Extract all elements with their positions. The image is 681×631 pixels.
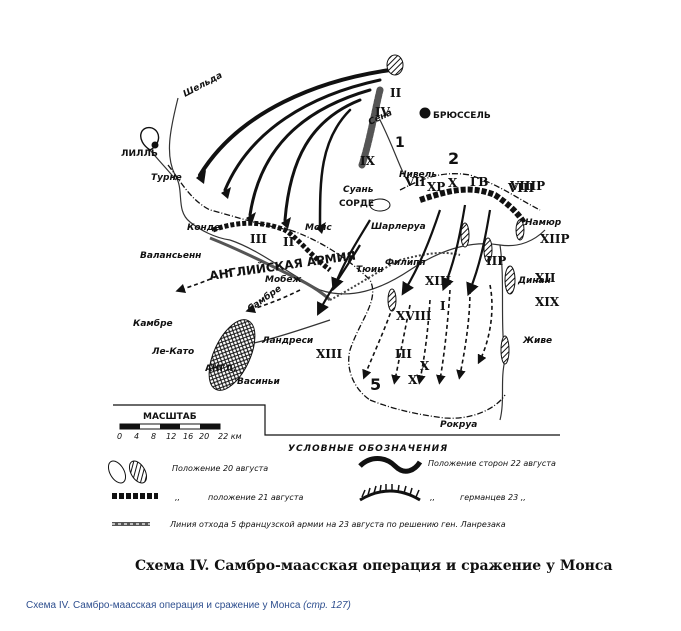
legend-item: германцев 23 ,, [460, 493, 526, 502]
label-soignies: Суань [343, 185, 374, 195]
label-charleroi: Шарлеруа [371, 222, 426, 232]
battle-map: Шельда ЛИЛЛЬ Турне Конде Валансьенн Монс… [107, 54, 613, 574]
label-cambrai: Камбре [133, 318, 173, 329]
label-givet: Живе [522, 336, 552, 346]
label-guise: Васиньи [237, 377, 280, 387]
label-namur: Намюр [525, 218, 562, 228]
corps-20: VIIIР [509, 179, 545, 193]
label-sambre: Самбре [245, 283, 283, 314]
corps-11: XIX [535, 295, 560, 309]
label-brussels: БРЮССЕЛЬ [433, 111, 491, 121]
corps-19: ГВ [470, 175, 488, 189]
legend-texts: Положение 20 августа Положение сторон 22… [169, 459, 556, 529]
label-le-cateau: Ле-Като [151, 347, 194, 357]
corps-1: IV [375, 105, 391, 119]
corps-7: XIII [316, 347, 343, 361]
legend-item: ,, [430, 493, 435, 502]
label-shelde: Шельда [182, 71, 225, 100]
label-nivelles: Нивель [399, 170, 437, 180]
corps-4: VII [404, 175, 426, 189]
corps-21: XIIР [540, 232, 570, 246]
legend-item: положение 21 августа [208, 493, 303, 502]
label-tournai: Турне [151, 173, 182, 183]
corps-8: XVIII [396, 309, 432, 323]
corps-numerals: II IV IX III VII X VIII XIII XVIII X XII… [250, 86, 570, 387]
corps-2: IX [360, 154, 376, 168]
corps-12: XIII [425, 274, 452, 288]
caption-text: Схема IV. Самбро-маасская операция и сра… [26, 600, 301, 611]
german-push-arrows [317, 204, 492, 316]
legend-item: ,, [175, 493, 180, 502]
german-advance-arrows [198, 68, 392, 227]
label-mons: Монс [305, 223, 332, 233]
label-conde: Конде [187, 223, 220, 233]
label-landrecies: Ландреси [261, 336, 314, 346]
label-thuin: Тюин [356, 265, 383, 275]
corps-9: X [408, 373, 418, 387]
corps-16: X [420, 359, 430, 373]
army-numbers: 1 2 5 [370, 135, 459, 394]
scale-frame [113, 404, 560, 436]
scale-tick: 20 [199, 432, 209, 441]
army-number-1: 1 [395, 135, 405, 151]
label-lille: ЛИЛЛЬ [121, 149, 158, 159]
arrow-heads [196, 170, 326, 234]
legend-item: Положение сторон 22 августа [428, 459, 556, 468]
caption-page-ref[interactable]: (стр. 127) [303, 600, 351, 611]
army-number-2: 2 [448, 149, 459, 168]
scale-tick: 12 [166, 432, 176, 441]
corps-0: II [390, 86, 402, 100]
scale-tick: 0 [117, 432, 122, 441]
corps-6: VIII [507, 181, 535, 195]
figure-title: Схема IV. Самбро-маасская операция и сра… [135, 558, 613, 574]
corps-markers [151, 54, 525, 391]
legend-heading: УСЛОВНЫЕ ОБОЗНАЧЕНИЯ [288, 444, 448, 454]
border-lines [167, 164, 541, 419]
retreat-arrows [175, 269, 493, 385]
label-philippeville: Филипп [385, 258, 426, 268]
label-dinant: Динан [517, 276, 551, 286]
scale-ticks: 0 4 8 12 16 20 22 км [117, 432, 242, 441]
scale-title: МАСШТАБ [143, 412, 197, 422]
legend-item: Положение 20 августа [172, 464, 268, 473]
legend-symbols [107, 456, 423, 526]
rivers [149, 97, 546, 421]
corps-17: IIР [486, 254, 506, 268]
label-rocroi: Рокруа [440, 420, 477, 430]
army-number-5: 5 [370, 375, 381, 394]
scale-tick: 16 [183, 432, 193, 441]
scale-tick: 8 [151, 432, 156, 441]
corps-13: III [395, 347, 412, 361]
corps-15: II [283, 235, 295, 249]
corps-18: XР [427, 180, 445, 194]
label-maubeuge: Мобеж [265, 274, 303, 285]
label-sordet: СОРДЕ [339, 199, 374, 209]
figure-caption: Схема IV. Самбро-маасская операция и сра… [26, 600, 351, 611]
scale-tick: 4 [134, 432, 139, 441]
lille-loop [140, 126, 160, 151]
corps-14: I [440, 299, 446, 313]
scale-bar [119, 423, 221, 430]
corps-5: X [448, 176, 458, 190]
label-angl: АНГЛ. [205, 364, 236, 374]
scale-tick: 22 км [218, 432, 242, 441]
label-valenciennes: Валансьенн [140, 251, 201, 261]
legend-item: Линия отхода 5 французской армии на 23 а… [169, 520, 506, 529]
corps-10: XII [535, 271, 556, 285]
corps-3: III [250, 232, 267, 246]
